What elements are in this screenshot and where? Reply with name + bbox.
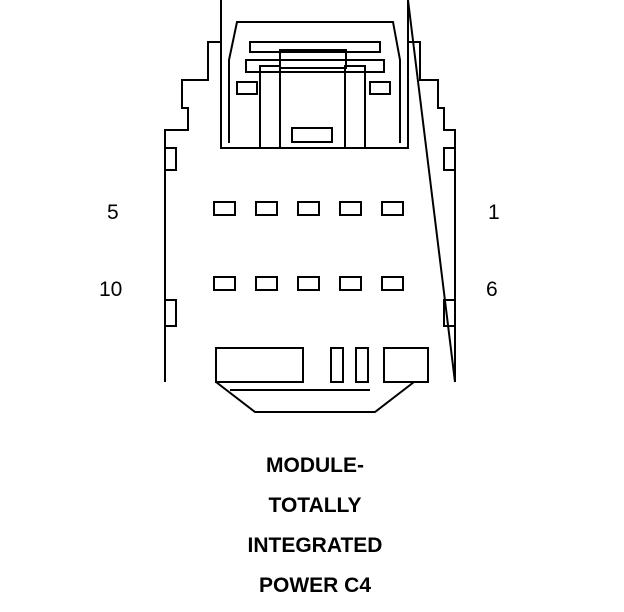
latch-bar-top [249,41,381,53]
key-block-left [215,347,304,383]
terminal-cavity [255,276,278,291]
pin-label-bottom-right: 6 [486,278,498,301]
key-slot-1 [330,347,344,383]
latch-window [291,127,333,143]
caption-line-4: POWER C4 [258,574,371,597]
lock-tab-left-bottom [164,299,177,327]
lock-tab-right-bottom [443,299,456,327]
caption-line-3: INTEGRATED [247,534,383,557]
latch-bar-left [236,81,258,95]
terminal-cavity [381,276,404,291]
lock-tab-right-top [443,147,456,171]
connector-skirt [215,381,415,413]
caption-line-1: MODULE- [266,454,364,477]
latch-post-right [344,65,366,149]
latch-tab [279,49,347,69]
terminal-cavity [381,201,404,216]
lock-tab-left-top [164,147,177,171]
terminal-cavity [297,276,320,291]
terminal-cavity [297,201,320,216]
pin-label-bottom-left: 10 [99,278,123,301]
latch-bar-mid [245,59,385,73]
pin-label-top-right: 1 [488,201,500,224]
latch-housing [220,0,409,149]
terminal-cavity [339,276,362,291]
pin-label-top-left: 5 [107,201,119,224]
terminal-cavity [213,201,236,216]
latch-post-left [259,65,281,149]
connector-caption: MODULE- TOTALLY INTEGRATED POWER C4 [0,452,624,612]
latch-bar-right [369,81,391,95]
latch-inner-frame [228,21,401,143]
terminal-cavity [255,201,278,216]
connector-body-outline [164,0,456,383]
key-block-right [383,347,429,383]
terminal-cavity [339,201,362,216]
caption-line-2: TOTALLY [268,494,362,517]
terminal-cavity [213,276,236,291]
key-slot-2 [355,347,369,383]
